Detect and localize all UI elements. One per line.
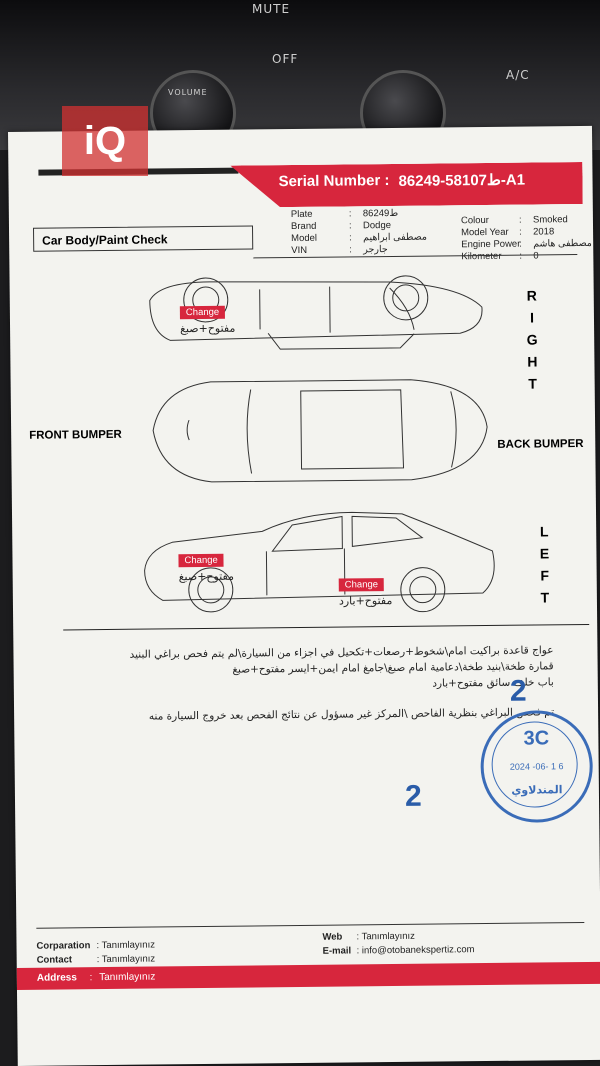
serial-label: Serial Number :: [278, 172, 390, 191]
right-letter: G: [526, 331, 538, 348]
inspection-report: Serial Number : ط58107-86249-A1 Plate:ط8…: [8, 125, 600, 1066]
contact-value: Tanımlayınız: [101, 953, 156, 966]
stamp-code: 3C: [523, 727, 550, 750]
back-bumper-label: BACK BUMPER: [497, 437, 584, 451]
model-label: Model: [291, 232, 318, 245]
right-change-tag: Change: [179, 305, 226, 320]
footer-rule: [36, 922, 585, 929]
left-letter: E: [539, 545, 550, 562]
address-label: Address: [36, 972, 77, 984]
vin-value: جارجر: [363, 244, 388, 256]
stamp-date: 2024 -06- 1 6: [509, 761, 564, 772]
left-front-change-tag: Change: [178, 553, 224, 568]
brand-label: Brand: [290, 220, 317, 233]
address-bar: Address : Tanımlayınız: [16, 961, 600, 990]
web-label: Web: [322, 931, 343, 943]
left-front-change-note: مفتوح+صبغ: [178, 569, 235, 584]
year-value: 2018: [533, 226, 555, 238]
plate-label: Plate: [290, 208, 313, 221]
right-letter: R: [526, 287, 537, 304]
car-top-view: [152, 379, 488, 483]
vehicle-info-left: Plate:ط86249 Brand:Dodge Model:مصطفى ابر…: [290, 207, 428, 257]
left-letter: L: [539, 523, 549, 540]
right-letter: H: [527, 353, 538, 370]
iq-watermark: iQ: [62, 106, 148, 176]
power-value: مصطفى هاشم: [533, 237, 592, 250]
power-label: Engine Power: [461, 238, 521, 251]
ac-label: A/C: [506, 68, 530, 82]
right-change-note: مفتوح+صبغ: [180, 321, 236, 336]
year-label: Model Year: [461, 226, 509, 239]
mute-label: MUTE: [252, 2, 291, 16]
vin-label: VIN: [291, 244, 308, 257]
footer-right: Web: Tanımlayınız E-mail: info@otobaneks…: [322, 930, 475, 957]
web-value: Tanımlayınız: [361, 930, 415, 943]
serial-value: ط58107-86249-A1: [398, 171, 526, 190]
handwritten-number-a: 2: [509, 674, 527, 708]
colour-value: Smoked: [532, 214, 568, 226]
left-letter: T: [540, 589, 550, 606]
km-label: Kilometer: [461, 250, 502, 263]
note-line-4: تم فحص البراغي بنظرية الفاحص \المركز غير…: [148, 706, 555, 723]
section-title: Car Body/Paint Check: [33, 225, 254, 252]
handwritten-number-b: 2: [404, 779, 422, 813]
volume-label: VOLUME: [168, 88, 208, 97]
corp-value: Tanımlayınız: [101, 939, 156, 952]
email-label: E-mail: [322, 945, 352, 957]
right-letter: I: [529, 309, 534, 326]
right-letter: T: [528, 375, 538, 392]
stamp-name: المندلاوي: [511, 783, 563, 797]
left-rear-change-note: مفتوح+بارد: [338, 594, 393, 608]
colour-label: Colour: [460, 214, 490, 227]
model-value: مصطفى ابراهيم: [363, 231, 428, 244]
inspector-stamp: 3C 2024 -06- 1 6 المندلاوي: [480, 709, 594, 824]
address-value: Tanımlayınız: [99, 971, 156, 984]
contact-label: Contact: [36, 954, 73, 966]
front-bumper-label: FRONT BUMPER: [29, 428, 122, 442]
km-value: 0: [533, 250, 539, 262]
left-rear-change-tag: Change: [338, 578, 385, 592]
serial-banner: Serial Number : ط58107-86249-A1: [230, 162, 582, 208]
left-letter: F: [540, 567, 550, 584]
brand-value: Dodge: [362, 219, 392, 232]
email-value: info@otobanekspertiz.com: [361, 944, 475, 957]
off-label: OFF: [272, 52, 299, 66]
footer-left: Corparation: Tanımlayınız Contact: Tanım…: [36, 939, 156, 966]
plate-value: ط86249: [362, 207, 399, 220]
corp-label: Corparation: [36, 940, 91, 952]
